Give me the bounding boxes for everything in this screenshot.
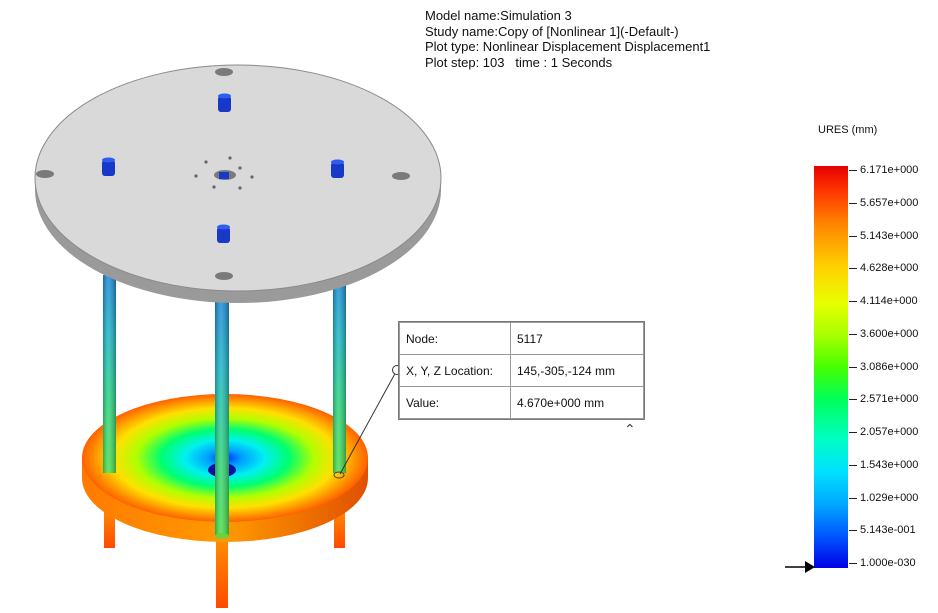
- legend-title: URES (mm): [818, 124, 878, 136]
- chevron-up-icon[interactable]: ⌃: [624, 421, 636, 437]
- legend-tick-label: 6.171e+000: [860, 164, 919, 176]
- legend-tick: [849, 301, 857, 302]
- legend-tick-label: 4.628e+000: [860, 262, 919, 275]
- legend-tick: [849, 497, 857, 499]
- plot-type: Plot type: Nonlinear Displacement Displa…: [425, 39, 711, 54]
- legend-tick: [849, 366, 857, 368]
- plot-step: Plot step: 103 time : 1 Seconds: [425, 54, 613, 70]
- legend-tick: [849, 399, 857, 401]
- legend-color-bar[interactable]: [814, 166, 848, 568]
- probe-row-location: X, Y, Z Location: 145,-305,-124 mm: [399, 354, 644, 387]
- support-legs: [104, 508, 345, 608]
- probe-row-node: Node: 5117: [399, 322, 644, 355]
- support-rods: [103, 275, 346, 539]
- probe-value: 145,-305,-124 mm: [510, 354, 644, 387]
- probe-label: Value:: [399, 386, 511, 419]
- legend-tick: [849, 464, 857, 466]
- legend-tick-label: 2.571e+000: [860, 393, 919, 406]
- legend-tick: [849, 530, 857, 532]
- legend-tick-label: 5.143e-001: [860, 524, 916, 537]
- legend-tick-label: 1.543e+000: [860, 458, 919, 471]
- legend-tick-label: 1.029e+000: [860, 491, 919, 504]
- top-plate: [34, 64, 442, 303]
- probe-value: 4.670e+000 mm: [510, 386, 644, 419]
- legend-tick-label: 2.057e+000: [860, 426, 919, 438]
- legend-tick: [849, 432, 857, 433]
- model-name: Model name:Simulation 3: [425, 8, 572, 23]
- legend-tick: [849, 268, 857, 270]
- legend-tick: [849, 235, 857, 237]
- legend-tick: [849, 202, 857, 204]
- legend-tick: [849, 170, 857, 171]
- probe-label: Node:: [399, 322, 511, 355]
- plot-info: Model name:Simulation 3 Study name:Copy …: [425, 8, 710, 70]
- probe-label: X, Y, Z Location:: [399, 354, 511, 387]
- probe-leader-line: [339, 369, 398, 475]
- legend-tick-label: 5.657e+000: [860, 196, 919, 209]
- study-name: Study name:Copy of [Nonlinear 1](-Defaul…: [425, 23, 679, 39]
- arrow-right-icon: [785, 561, 815, 573]
- legend-tick: [849, 563, 857, 564]
- legend-tick-label: 4.114e+000: [860, 295, 918, 307]
- probe-row-value: Value: 4.670e+000 mm: [399, 386, 644, 419]
- legend-tick-label: 3.600e+000: [860, 327, 919, 340]
- legend-tick: [849, 333, 857, 335]
- legend-tick-label: 3.086e+000: [860, 360, 919, 373]
- legend-tick-label: 1.000e-030: [860, 557, 916, 569]
- probe-value: 5117: [510, 322, 644, 355]
- probe-result-box[interactable]: Node: 5117 X, Y, Z Location: 145,-305,-1…: [398, 321, 645, 420]
- legend-tick-label: 5.143e+000: [860, 229, 919, 242]
